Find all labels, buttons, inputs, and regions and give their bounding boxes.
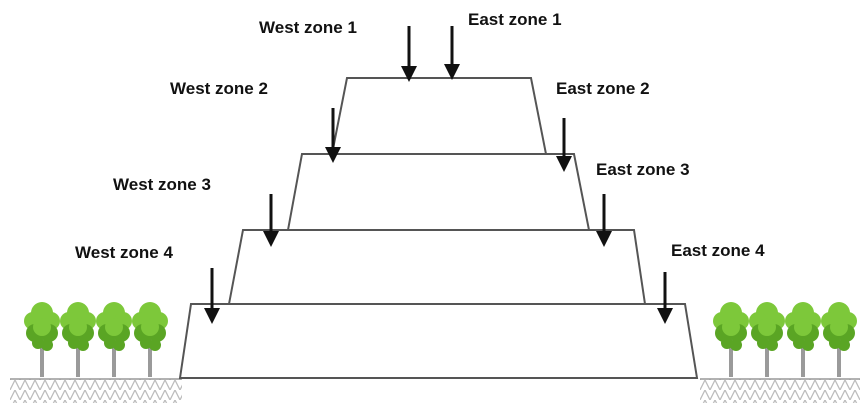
arrow-west-zone-2 <box>325 108 341 163</box>
label-east-zone-2: East zone 2 <box>556 79 650 98</box>
zone-arrows <box>204 26 673 324</box>
label-west-zone-1: West zone 1 <box>259 18 357 37</box>
ground-right <box>700 379 860 403</box>
arrow-east-zone-2 <box>556 118 572 172</box>
arrow-west-zone-4 <box>204 268 220 324</box>
tree-group-left <box>24 302 168 377</box>
tree-right-3 <box>785 302 821 377</box>
terrace-tier-1 <box>330 77 548 155</box>
arrow-east-zone-4 <box>657 272 673 324</box>
label-east-zone-4: East zone 4 <box>671 241 765 260</box>
tree-right-1 <box>713 302 749 377</box>
label-east-zone-3: East zone 3 <box>596 160 690 179</box>
terrace-tier-4 <box>178 303 699 379</box>
label-west-zone-3: West zone 3 <box>113 175 211 194</box>
arrow-east-zone-3 <box>596 194 612 247</box>
terrace-tier-2 <box>286 153 591 231</box>
tree-right-2 <box>749 302 785 377</box>
tree-left-3 <box>96 302 132 377</box>
tree-left-2 <box>60 302 96 377</box>
tree-left-1 <box>24 302 60 377</box>
tree-right-4 <box>821 302 857 377</box>
arrow-east-zone-1 <box>444 26 460 80</box>
terrace-tier-3 <box>227 229 647 305</box>
terrace-structure <box>178 77 699 379</box>
tree-group-right <box>713 302 857 377</box>
label-east-zone-1: East zone 1 <box>468 10 562 29</box>
arrow-west-zone-3 <box>263 194 279 247</box>
arrow-west-zone-1 <box>401 26 417 82</box>
label-west-zone-4: West zone 4 <box>75 243 173 262</box>
tree-left-4 <box>132 302 168 377</box>
ground-left <box>10 379 182 403</box>
label-west-zone-2: West zone 2 <box>170 79 268 98</box>
